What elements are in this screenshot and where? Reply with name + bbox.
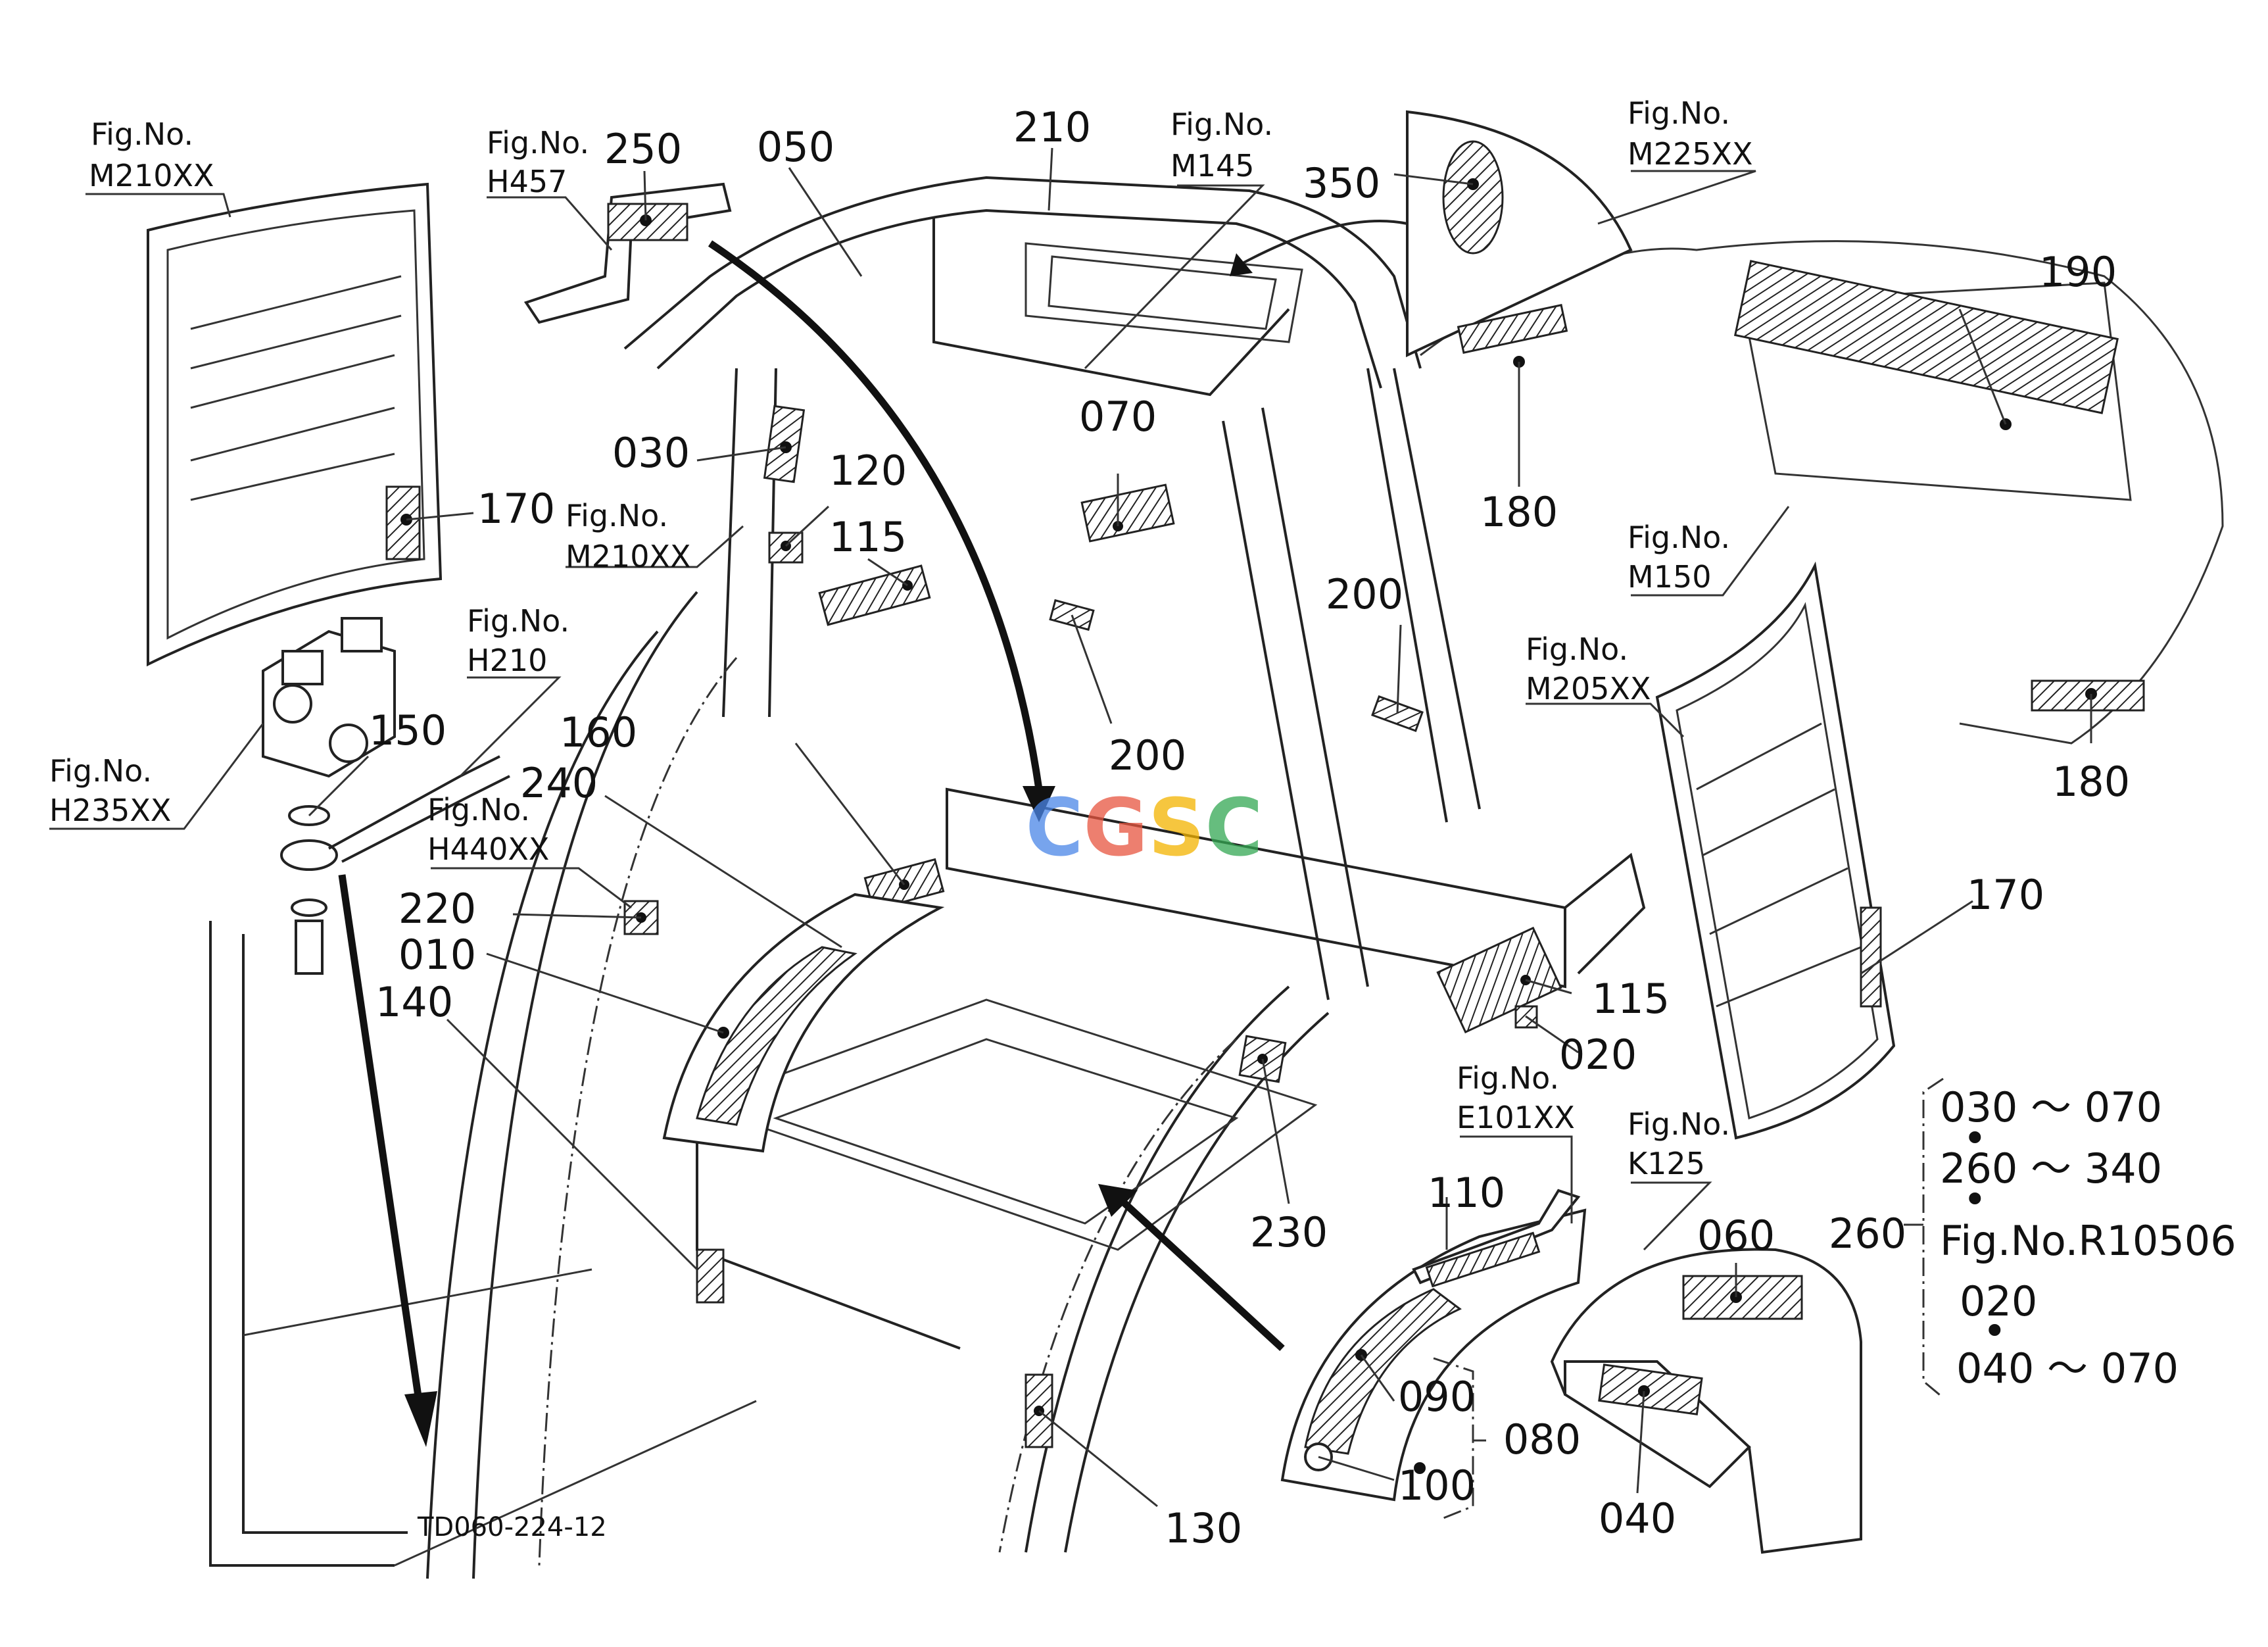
label-240: 240 xyxy=(520,759,598,807)
label-060: 060 xyxy=(1697,1212,1775,1260)
label-230: 230 xyxy=(1250,1208,1328,1256)
figref-h235-code: H235XX xyxy=(49,793,171,828)
watermark-text: CGSC xyxy=(1025,783,1263,874)
panel-m225 xyxy=(1406,110,1633,358)
label-250: 250 xyxy=(604,125,682,173)
bracket-260-line4: 020 xyxy=(1960,1277,2037,1325)
watermark-letter: G xyxy=(1084,783,1149,874)
label-150: 150 xyxy=(369,706,446,754)
bracket-260-dot3: • xyxy=(1983,1307,2007,1355)
label-040: 040 xyxy=(1599,1494,1676,1542)
hatched-labels xyxy=(623,260,2145,1448)
label-110: 110 xyxy=(1428,1169,1505,1217)
assembly-arrows xyxy=(338,220,1408,1447)
bracket-080-dot: • xyxy=(1408,1445,1432,1493)
figref-m205-code: M205XX xyxy=(1526,671,1651,706)
bracket-260-line5: 040 ～ 070 xyxy=(1956,1344,2179,1392)
label-020: 020 xyxy=(1559,1031,1637,1079)
figref-h440-code: H440XX xyxy=(427,831,549,867)
label-100: 100 xyxy=(1398,1462,1476,1510)
figref-m150-code: M150 xyxy=(1628,559,1712,595)
label-080: 080 xyxy=(1503,1415,1581,1463)
label-200-center: 200 xyxy=(1109,731,1186,779)
label-010: 010 xyxy=(398,931,476,979)
cab-frame-drawing xyxy=(209,176,2224,1579)
figref-e101-label: Fig.No. xyxy=(1457,1060,1559,1096)
label-260: 260 xyxy=(1829,1210,1906,1258)
bracket-h457 xyxy=(523,182,732,324)
cover-k125 xyxy=(1550,1248,1862,1554)
figref-m210-mid-label: Fig.No. xyxy=(566,498,668,533)
figref-m210-top-label: Fig.No. xyxy=(91,116,193,152)
label-170-right: 170 xyxy=(1967,871,2044,919)
label-160: 160 xyxy=(560,708,637,756)
figref-h210-label: Fig.No. xyxy=(467,603,569,639)
step-mat-left xyxy=(662,893,945,1153)
bracket-260-line1: 030 ～ 070 xyxy=(1940,1083,2162,1131)
figref-m205-label: Fig.No. xyxy=(1526,631,1628,667)
watermark-letter: C xyxy=(1205,783,1263,874)
bracket-260: 030 ～ 070 • 260 ～ 340 • Fig.No.R10506 02… xyxy=(1904,1077,2236,1399)
watermark-letter: C xyxy=(1025,783,1083,874)
figref-m210-top-code: M210XX xyxy=(89,158,214,193)
bracket-080: • xyxy=(1408,1357,1486,1521)
watermark-letter: S xyxy=(1148,783,1205,874)
valve-assembly xyxy=(262,617,510,975)
figref-h457-label: Fig.No. xyxy=(487,125,589,160)
drawing-code: TD060-224-12 xyxy=(417,1512,607,1542)
label-130: 130 xyxy=(1165,1504,1242,1552)
left-rear-glass xyxy=(147,182,443,667)
label-200-right: 200 xyxy=(1326,570,1403,618)
figref-m225-label: Fig.No. xyxy=(1628,95,1730,131)
label-190: 190 xyxy=(2039,248,2117,296)
figref-k125-label: Fig.No. xyxy=(1628,1106,1730,1142)
figref-h235-label: Fig.No. xyxy=(49,753,152,789)
label-180-bottom: 180 xyxy=(2052,758,2130,806)
part-number-labels: 250 050 210 350 190 030 120 070 170 115 … xyxy=(369,103,2130,1552)
label-090: 090 xyxy=(1398,1373,1476,1421)
figure-references: Fig.No. M210XX Fig.No. H457 Fig.No. M145… xyxy=(49,95,1753,1181)
figref-h210-code: H210 xyxy=(467,643,547,678)
label-170-left: 170 xyxy=(477,485,555,533)
label-115-top: 115 xyxy=(829,513,907,561)
watermark: CGSC xyxy=(1025,783,1263,874)
label-050: 050 xyxy=(757,123,834,171)
bracket-260-line2: 260 ～ 340 xyxy=(1940,1144,2162,1192)
figref-m150-label: Fig.No. xyxy=(1628,520,1730,555)
label-070: 070 xyxy=(1079,393,1157,441)
figref-h457-code: H457 xyxy=(487,164,567,199)
bracket-260-dot1: • xyxy=(1963,1114,1987,1162)
figref-m210-mid-code: M210XX xyxy=(566,539,691,574)
figref-m145-code: M145 xyxy=(1170,148,1255,184)
label-140: 140 xyxy=(375,978,453,1026)
label-120: 120 xyxy=(829,447,907,495)
figref-h440-label: Fig.No. xyxy=(427,792,530,827)
label-210: 210 xyxy=(1013,103,1091,151)
label-350: 350 xyxy=(1303,159,1380,207)
right-side-glass xyxy=(1655,561,1896,1140)
figref-e101-code: E101XX xyxy=(1457,1100,1575,1135)
label-180-top: 180 xyxy=(1480,488,1558,536)
label-220: 220 xyxy=(398,885,476,933)
label-115-right: 115 xyxy=(1592,975,1670,1023)
figref-k125-code: K125 xyxy=(1628,1146,1705,1181)
bracket-260-dot2: • xyxy=(1963,1175,1987,1223)
figref-m145-label: Fig.No. xyxy=(1170,107,1273,142)
figref-m225-code: M225XX xyxy=(1628,136,1753,172)
label-030: 030 xyxy=(612,429,690,477)
leader-lines xyxy=(49,147,2092,1508)
bracket-260-line3: Fig.No.R10506 xyxy=(1940,1217,2236,1265)
